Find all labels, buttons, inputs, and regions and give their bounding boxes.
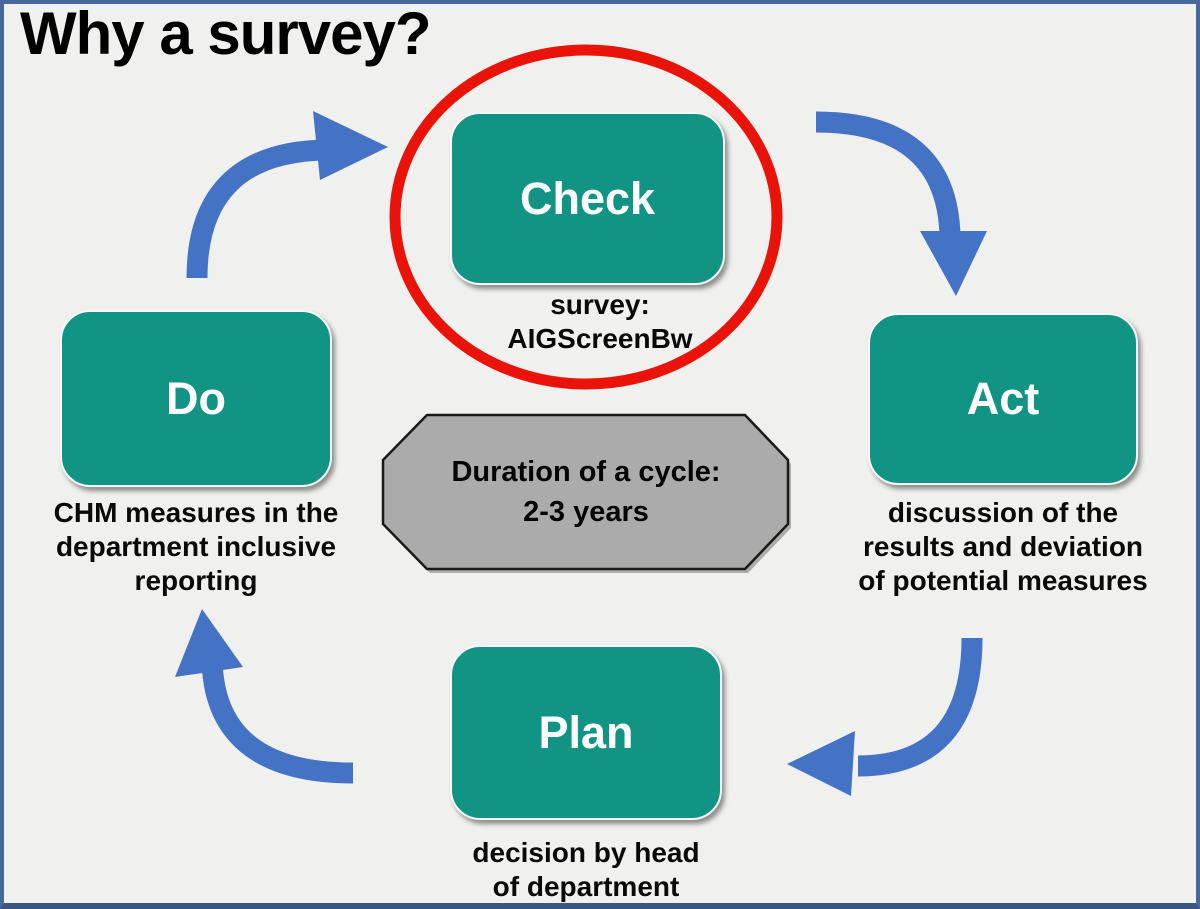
step-label-do: Do [166, 372, 226, 424]
step-label-plan: Plan [538, 706, 634, 758]
page-title: Why a survey? [20, 0, 431, 67]
arrow-plan-to-do-icon [175, 609, 354, 784]
duration-octagon [381, 413, 790, 571]
step-caption-plan: decision by head of department [472, 837, 700, 903]
step-caption-do: CHM measures in the department inclusive… [53, 497, 339, 597]
highlight-ring-check [389, 44, 783, 390]
step-box-plan: Plan [450, 645, 722, 820]
step-caption-act: discussion of the results and deviation … [858, 497, 1148, 597]
arrow-act-to-plan-icon [787, 637, 983, 796]
arrow-do-to-check-icon [186, 111, 388, 279]
step-box-check: Check [450, 112, 725, 285]
arrow-check-to-act-icon [815, 111, 987, 296]
step-box-do: Do [60, 310, 332, 487]
step-label-check: Check [519, 172, 656, 224]
duration-caption: Duration of a cycle: 2-3 years [451, 456, 721, 528]
step-caption-check: survey: AIGScreenBw [507, 289, 693, 355]
step-label-act: Act [966, 373, 1040, 424]
step-box-act: Act [868, 313, 1138, 485]
